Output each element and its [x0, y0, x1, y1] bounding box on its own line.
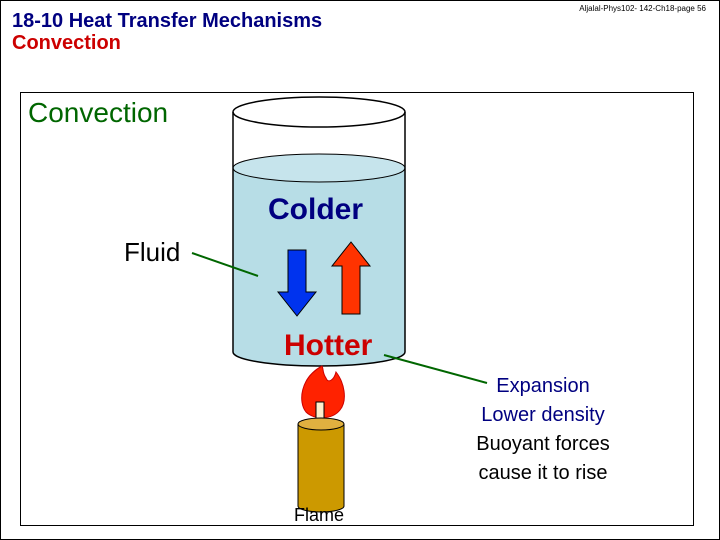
note-line-buoyant: Buoyant forces [455, 430, 631, 459]
candle-body [298, 424, 344, 512]
convection-heading: Convection [28, 97, 168, 129]
candle-top [298, 418, 344, 430]
note-line-density: Lower density [455, 401, 631, 430]
note-line-expansion: Expansion [455, 372, 631, 401]
beaker-rim [233, 97, 405, 127]
hotter-label: Hotter [284, 329, 372, 363]
note-line-rise: cause it to rise [455, 459, 631, 488]
fluid-surface [233, 154, 405, 182]
expansion-note: Expansion Lower density Buoyant forces c… [455, 372, 631, 488]
wick [316, 402, 324, 420]
flame-label: Flame [294, 505, 344, 526]
colder-label: Colder [268, 193, 363, 227]
fluid-label: Fluid [124, 237, 180, 268]
